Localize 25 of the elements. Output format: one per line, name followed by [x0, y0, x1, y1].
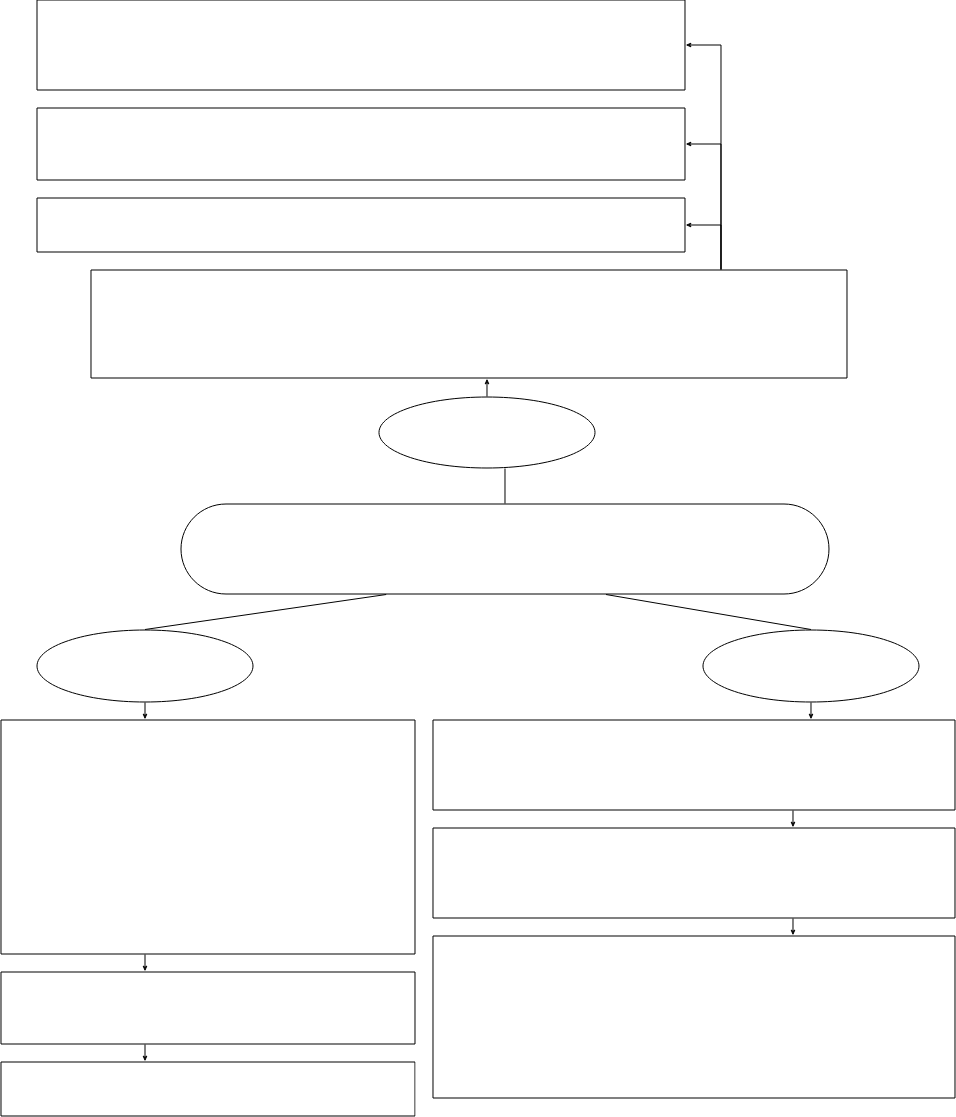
process-box [432, 827, 956, 919]
process-box [0, 971, 416, 1045]
connector-line [504, 468, 506, 504]
ellipse-node [702, 629, 920, 703]
process-box [0, 1061, 416, 1117]
arrow [790, 810, 796, 827]
arrow [142, 954, 148, 971]
arrow [790, 918, 796, 935]
arrow [142, 702, 148, 719]
connector-line [605, 594, 812, 630]
arrow [142, 1044, 148, 1061]
process-box [0, 719, 416, 955]
ellipse-node [36, 629, 254, 703]
ellipse-node [378, 396, 596, 469]
process-box [432, 719, 956, 811]
connector-line [144, 594, 387, 630]
arrow [484, 379, 490, 397]
process-box [432, 935, 956, 1099]
arrow [686, 222, 722, 270]
arrow [808, 702, 814, 719]
process-box [36, 0, 686, 91]
process-box [36, 107, 686, 181]
rounded-node [180, 503, 830, 595]
process-box [36, 197, 686, 253]
process-box [90, 269, 848, 379]
